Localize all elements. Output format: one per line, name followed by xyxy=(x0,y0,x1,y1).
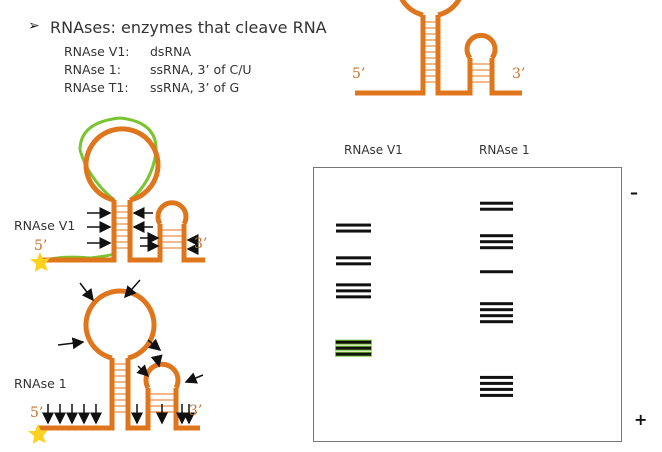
gel-band xyxy=(336,289,371,293)
gel-band xyxy=(480,387,513,391)
r1-rna-structure xyxy=(38,288,200,431)
gel-band xyxy=(336,283,371,287)
gel-band xyxy=(480,381,513,385)
gel-band xyxy=(480,302,513,306)
gel-band xyxy=(480,246,513,250)
r1-base-pairs xyxy=(114,363,174,413)
top-three-prime-label: 3’ xyxy=(512,66,526,82)
top-rna-base-pairs xyxy=(425,21,490,83)
gel-band xyxy=(480,375,513,379)
r1-cleavage-arrows xyxy=(42,279,204,425)
v1-label-star-icon xyxy=(30,252,50,272)
v1-base-pairs xyxy=(116,205,182,249)
gel-band xyxy=(336,295,371,299)
r1-label-star-icon xyxy=(28,424,48,444)
gel-band xyxy=(336,346,371,350)
gel-band xyxy=(336,340,371,344)
enzyme-row-t1: RNAse T1: ssRNA, 3’ of G xyxy=(64,80,239,95)
gel-minus-pole: – xyxy=(630,183,638,202)
gel-band xyxy=(336,229,371,233)
top-rna-structure xyxy=(355,0,522,96)
gel-band xyxy=(480,308,513,312)
gel-band xyxy=(336,256,371,260)
gel-band xyxy=(480,201,513,205)
gel-plus-pole: + xyxy=(634,410,648,429)
enzyme-name: RNAse T1: xyxy=(64,80,129,95)
enzyme-row-1: RNAse 1: ssRNA, 3’ of C/U xyxy=(64,62,252,77)
gel-band xyxy=(336,262,371,266)
top-five-prime-label: 5’ xyxy=(352,66,366,82)
gel-band xyxy=(480,270,513,274)
enzyme-name: RNAse V1: xyxy=(64,44,130,59)
enzyme-specificity: ssRNA, 3’ of G xyxy=(150,80,240,95)
v1-three-prime-label: 3’ xyxy=(194,236,208,252)
enzyme-row-v1: RNAse V1: dsRNA xyxy=(64,44,191,59)
slide-title: RNAses: enzymes that cleave RNA xyxy=(50,18,327,37)
rnase-1-panel-label: RNAse 1 xyxy=(14,376,67,391)
gel-lane-label-v1: RNAse V1 xyxy=(344,143,403,157)
v1-cleavage-arrows xyxy=(87,207,199,255)
r1-three-prime-label: 3’ xyxy=(189,403,203,419)
gel-bands xyxy=(335,201,513,397)
bullet-arrow-icon: ➢ xyxy=(28,18,40,34)
r1-five-prime-label: 5’ xyxy=(30,405,44,421)
gel-band xyxy=(336,352,371,356)
enzyme-specificity: dsRNA xyxy=(150,44,192,59)
enzyme-specificity: ssRNA, 3’ of C/U xyxy=(150,62,252,77)
gel-band xyxy=(480,207,513,211)
v1-five-prime-label: 5’ xyxy=(34,238,48,254)
rnase-v1-panel-label: RNAse V1 xyxy=(14,218,76,233)
gel-band xyxy=(480,393,513,397)
gel-band xyxy=(480,314,513,318)
gel-box xyxy=(313,167,622,442)
gel-band xyxy=(336,223,371,227)
v1-rna-structure xyxy=(40,126,205,263)
gel-band xyxy=(480,320,513,324)
enzyme-name: RNAse 1: xyxy=(64,62,121,77)
gel-lane-label-1: RNAse 1 xyxy=(479,143,530,157)
gel-band xyxy=(480,240,513,244)
gel-band xyxy=(480,234,513,238)
